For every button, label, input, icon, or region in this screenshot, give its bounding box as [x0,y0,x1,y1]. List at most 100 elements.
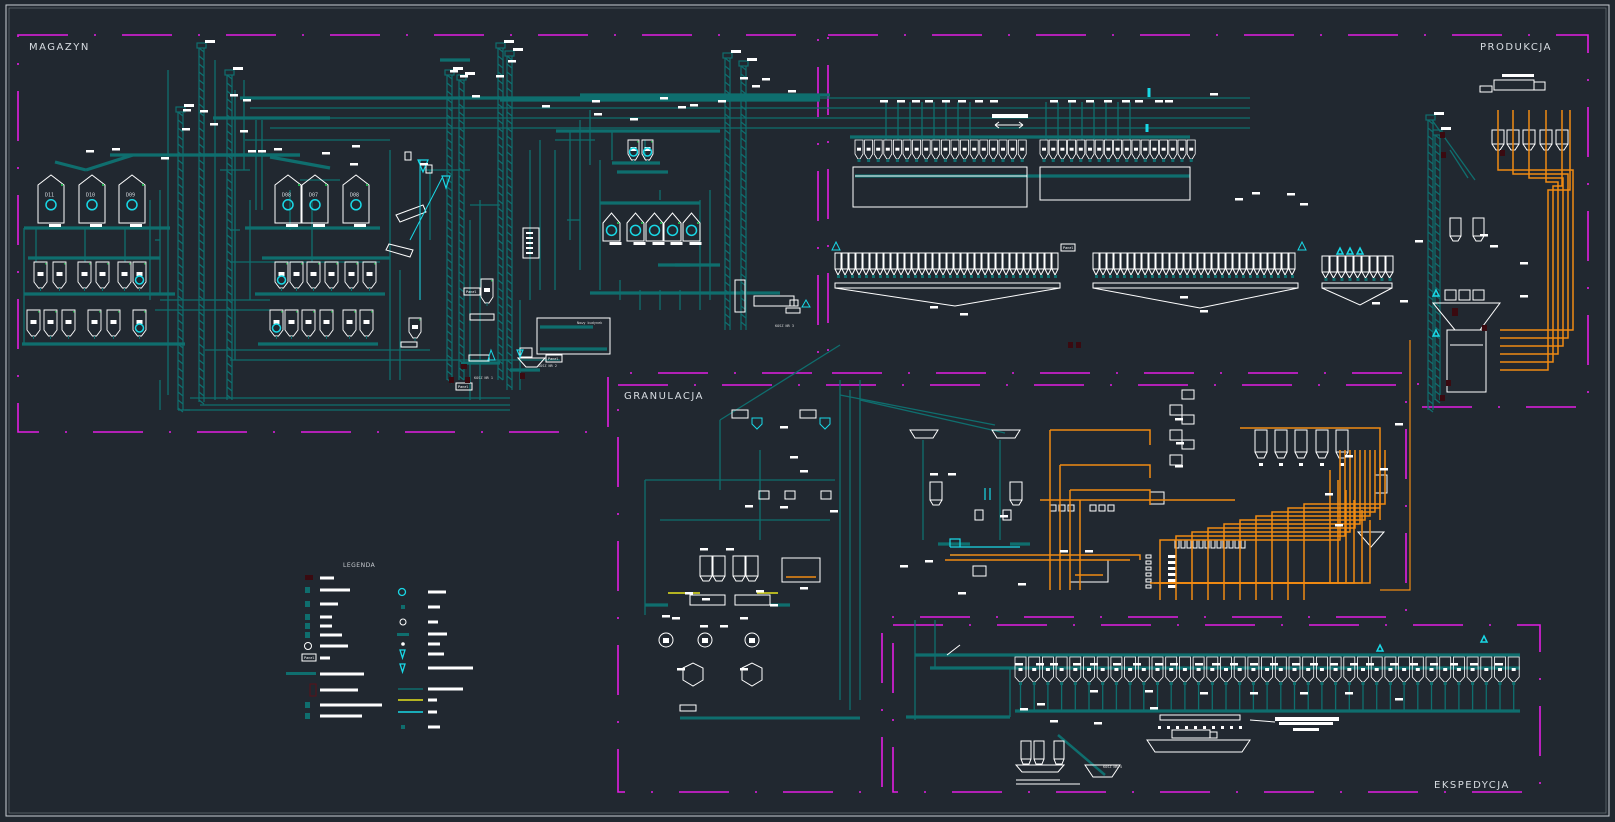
bin-body [362,261,377,289]
bin [319,309,334,339]
elevator-rung [458,103,465,109]
bin-cone [1337,271,1346,279]
elevator-rung [506,71,513,77]
bucket-elevator [504,50,515,390]
tag-label [1250,663,1258,666]
bin-cone [932,268,940,277]
bin-cell [939,252,947,270]
bin-cone [1274,451,1288,459]
mini-bin [1177,139,1187,162]
silo-body [663,212,682,242]
bin-cone [834,268,842,277]
tag-label [513,48,523,51]
bin-body [699,555,713,577]
elevator-rung [198,55,205,61]
elevator-rung [446,314,453,320]
elevator-rung [458,247,465,253]
diverter-icon [305,632,310,638]
bin-cone [1267,268,1275,277]
screen-body [385,243,414,258]
tag-label [352,145,360,148]
slide-gate-icon [1026,275,1029,278]
tag-label [1135,100,1143,103]
zone-borders [17,34,1589,793]
elevator-rung [458,351,465,357]
valve-tag [1279,463,1283,466]
tag-label [960,313,968,316]
tag-label [1176,442,1184,445]
tag-label [1293,728,1319,731]
collector-funnel [1092,287,1299,309]
bin-body [43,309,58,337]
bin-cone [995,268,1003,277]
elevator-rung [446,210,453,216]
elevator-rung [506,63,513,69]
mini-bin [1008,139,1017,162]
elevator-rung [177,391,184,397]
elevator-rung [446,322,453,328]
bin-body [732,555,746,577]
mini-bin [1151,656,1164,685]
fan-icon [397,587,407,597]
bin-cone [869,268,877,277]
elevator-rung [497,127,504,133]
slide-gate-icon [1158,275,1161,278]
slide-gate-icon [1471,682,1475,685]
tag-label [630,118,638,121]
bin-tag [99,272,106,276]
elevator-rung [497,231,504,237]
mini-bin [912,139,921,162]
elevator-rung [740,185,747,191]
bin-cell [1211,252,1219,270]
slide-gate-icon [1249,275,1252,278]
mini-bin [1220,656,1232,685]
bin [269,309,284,339]
slide-gate-icon [1284,275,1287,278]
elevator-rung [226,242,233,248]
new-building-label: Nowy budynek [577,321,603,325]
slide-gate-icon [1189,159,1193,162]
tag-label [184,104,194,107]
premix-bag [1181,414,1195,425]
elevator-rung [506,303,513,309]
bin [641,139,654,163]
bin-cone [1023,268,1031,277]
elevator-rung [1434,270,1441,276]
elevator-rung [724,249,731,255]
elevator-rung [1427,287,1434,293]
elevator-rung [1434,198,1441,204]
silo [682,212,701,242]
bin-cone [699,575,713,582]
pellet-press [799,409,817,419]
legend-text [320,656,330,660]
truck-icon [469,313,495,321]
bin-body [1053,740,1065,760]
bin-tag [1456,668,1461,671]
elevator-rung [506,287,513,293]
tag-label [1133,663,1141,666]
bin [132,261,147,291]
bucket-elevator [722,52,733,330]
slide-gate-icon [1011,159,1015,162]
elevator-rung [724,121,731,127]
slide-gate-icon [1512,682,1516,685]
mini-bin [1288,656,1301,685]
sensor-icon [318,263,320,265]
bin-tag [273,320,280,324]
bucket-elevator [495,42,506,381]
tag-label [1104,100,1112,103]
valve-tag [1299,463,1303,466]
bin-tag [1087,668,1091,671]
slide-gate-icon [905,159,909,162]
bin-tag [136,272,143,276]
slide-gate-icon [886,159,890,162]
bay-marker [1239,726,1242,729]
elevator-rung [506,111,513,117]
bin [408,317,422,341]
elevator-rung [740,137,747,143]
tag-label [274,148,282,151]
elevator-rung [1434,222,1441,228]
elevator-rung [497,119,504,125]
zone-label-produkcja: PRODUKCJA [1480,42,1552,53]
dosing-valve [1198,539,1204,549]
